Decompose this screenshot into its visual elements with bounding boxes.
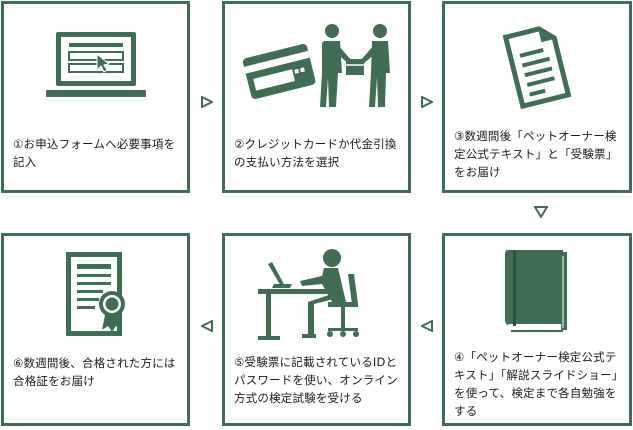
step-4-box: ④「ペットオーナー検定公式テキスト」「解説スライドショー」を使って、検定まで各自… (442, 233, 632, 426)
step-6-box: ⑥数週間後、合格された方には合格証をお届け (1, 233, 190, 426)
arrow-right-icon (421, 96, 433, 108)
exam-desk-icon (257, 249, 359, 340)
step-1-box: ①お申込フォームへ必要事項を記入 (1, 1, 190, 193)
step-1-text: ①お申込フォームへ必要事項を記入 (13, 137, 176, 169)
book-icon (505, 250, 567, 332)
arrow-right-icon (201, 96, 213, 108)
arrow-down-icon (534, 206, 548, 218)
step-2-box: ②クレジットカードか代金引換の支払い方法を選択 (222, 1, 411, 193)
step-5-text: ⑤受験票に記載されているIDとパスワードを使い、オンライン方式の検定試験を受ける (234, 355, 398, 405)
certificate-icon (65, 252, 125, 336)
laptop-icon (45, 32, 146, 97)
step-3-text: ③数週間後「ペットオーナー検定公式テキスト」と「受験票」をお届け (454, 129, 618, 179)
arrow-left-icon (421, 320, 433, 332)
payment-icon (242, 24, 390, 107)
step-4-text: ④「ペットオーナー検定公式テキスト」「解説スライドショー」を使って、検定まで各自… (454, 350, 618, 418)
step-6-text: ⑥数週間後、合格された方には合格証をお届け (13, 356, 176, 388)
arrow-left-icon (201, 320, 213, 332)
step-3-box: ③数週間後「ペットオーナー検定公式テキスト」と「受験票」をお届け (442, 1, 632, 193)
document-icon (502, 26, 572, 110)
step-2-text: ②クレジットカードか代金引換の支払い方法を選択 (234, 137, 397, 169)
step-5-box: ⑤受験票に記載されているIDとパスワードを使い、オンライン方式の検定試験を受ける (222, 233, 411, 426)
